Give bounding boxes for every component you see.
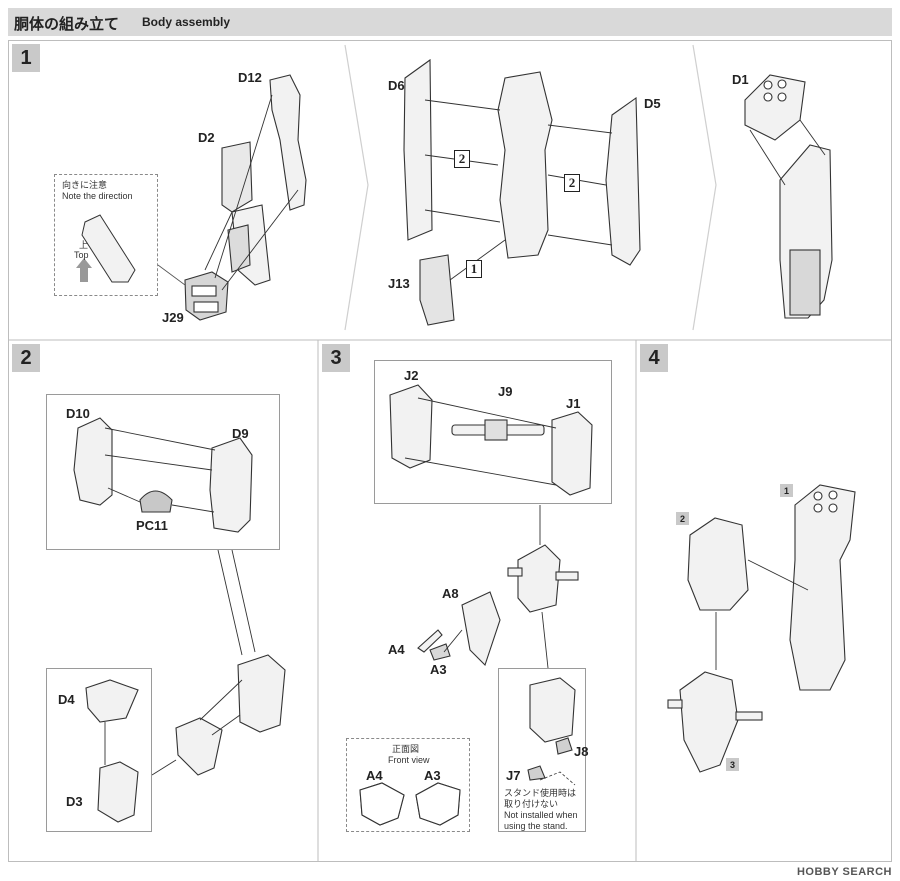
section-header	[8, 8, 892, 36]
front-view-title-jp: 正面図	[392, 744, 420, 754]
part-label: D12	[238, 70, 262, 85]
step1-right-parts	[744, 74, 833, 319]
front-view-box	[346, 738, 470, 832]
stand-note-jp-1: スタンド使用時は	[504, 788, 577, 798]
note-text-jp: 向きに注意	[62, 180, 108, 190]
step1-left-parts	[184, 74, 307, 321]
part-label: J13	[388, 276, 410, 291]
watermark: HOBBY SEARCH	[796, 866, 892, 878]
step-number-badge: 1	[12, 44, 40, 72]
sub-step-mark: 2	[454, 150, 470, 168]
stand-note-en-2: using the stand.	[504, 821, 568, 831]
sub-step-mark: 1	[780, 484, 793, 497]
instruction-frame	[8, 40, 892, 862]
top-label-jp: 上	[79, 240, 89, 250]
part-label: A3	[430, 662, 447, 677]
stand-note-jp-2: 取り付けない	[504, 799, 559, 809]
sub-step-mark: 2	[676, 512, 689, 525]
step4-parts	[667, 484, 856, 773]
up-arrow-icon	[76, 258, 92, 282]
sub-step-mark: 3	[726, 758, 739, 771]
part-label: A8	[442, 586, 459, 601]
step-number-badge: 4	[640, 344, 668, 372]
part-label: D10	[66, 406, 90, 421]
part-label: J9	[498, 384, 513, 399]
part-label: D4	[58, 692, 75, 707]
top-label-en: Top	[74, 250, 89, 260]
note-text-en: Note the direction	[62, 191, 133, 201]
front-view-label: A3	[424, 768, 441, 783]
part-label: D6	[388, 78, 405, 93]
step1-middle-parts	[403, 58, 641, 326]
part-label: D9	[232, 426, 249, 441]
part-label: J2	[404, 368, 419, 383]
part-label: J1	[566, 396, 581, 411]
sub-step-mark: 1	[466, 260, 482, 278]
section-title-jp: 胴体の組み立て	[14, 16, 120, 33]
stand-note-en-1: Not installed when	[504, 810, 578, 820]
part-label: D3	[66, 794, 83, 809]
front-view-title-en: Front view	[388, 755, 430, 765]
part-label: J29	[162, 310, 184, 325]
part-label: A4	[388, 642, 405, 657]
sub-step-mark: 2	[564, 174, 580, 192]
part-label: J7	[506, 768, 521, 783]
part-label: PC11	[136, 518, 168, 533]
section-title-en: Body assembly	[142, 15, 231, 29]
step-number-badge: 2	[12, 344, 40, 372]
front-view-label: A4	[366, 768, 383, 783]
direction-note-box	[54, 174, 158, 296]
part-label: D1	[732, 72, 749, 87]
part-label: D2	[198, 130, 215, 145]
step-number-badge: 3	[322, 344, 350, 372]
step1-note-part	[81, 214, 136, 283]
part-label: D5	[644, 96, 661, 111]
part-label: J8	[574, 744, 589, 759]
